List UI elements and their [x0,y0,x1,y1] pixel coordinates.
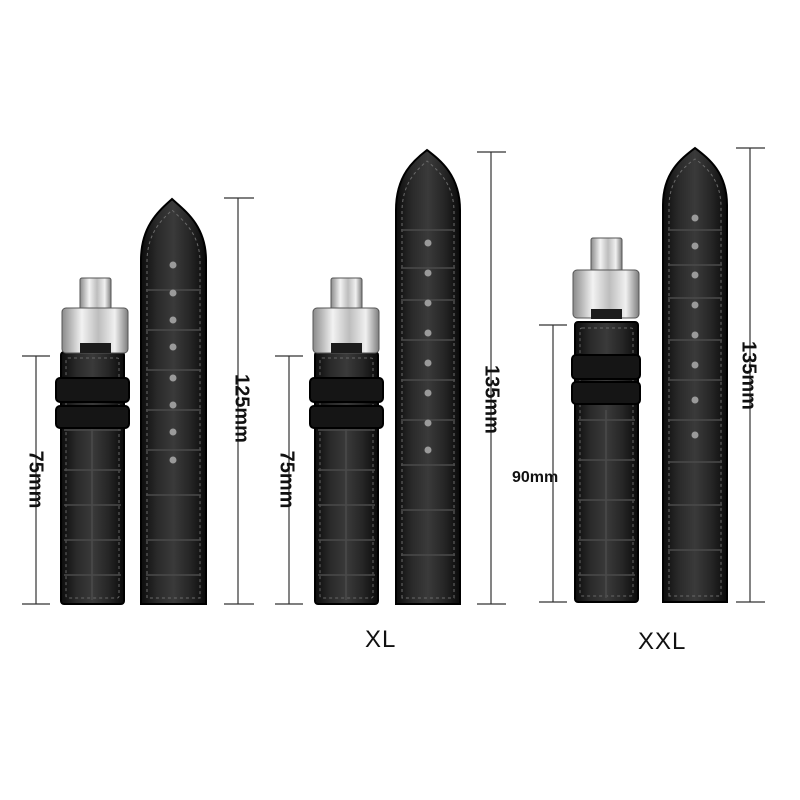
size-label-xxl: XXL [638,628,687,655]
long-strap [662,146,728,603]
strap-set-standard [22,197,254,605]
long-strap-length-label: 125mm [230,374,253,443]
long-strap-dimension [736,147,765,603]
strap-set-xl [275,148,506,605]
short-strap [571,237,641,603]
long-strap [140,197,207,605]
short-strap [309,277,384,605]
short-strap-dimension [275,355,303,605]
butterfly-clasp [572,237,640,319]
short-strap-length-label: 90mm [512,469,559,486]
short-strap-dimension [539,324,567,603]
long-strap [395,148,461,605]
long-strap-length-label: 135mm [737,341,760,410]
short-strap [55,277,130,605]
strap-set-xxl [539,146,765,603]
short-strap-length-label: 75mm [24,450,47,509]
short-strap-dimension [22,355,50,605]
size-label-xl: XL [365,626,397,653]
short-strap-length-label: 75mm [275,450,298,509]
butterfly-clasp [312,277,380,354]
long-strap-dimension [224,197,254,605]
butterfly-clasp [61,277,129,354]
long-strap-length-label: 135mm [480,365,503,434]
long-strap-dimension [477,151,506,605]
